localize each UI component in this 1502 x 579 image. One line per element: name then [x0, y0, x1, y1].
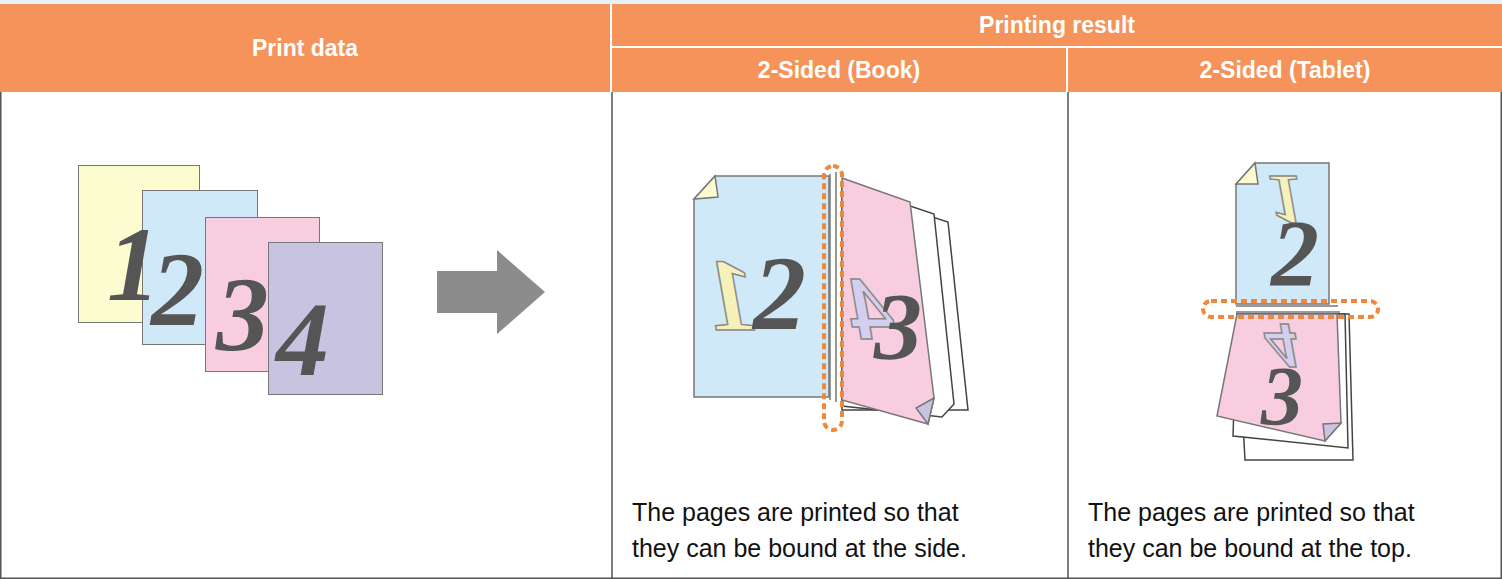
header-text: 2-Sided (Tablet) — [1200, 57, 1371, 84]
page-number: 2 — [1271, 206, 1319, 302]
caption-text: The pages are printed so that they can b… — [1088, 494, 1468, 566]
header-text: Print data — [252, 35, 358, 62]
page-number: 2 — [753, 241, 806, 347]
table-border — [1501, 92, 1502, 579]
header-cell: 2-Sided (Tablet) — [1068, 48, 1502, 92]
spine-line — [1236, 311, 1340, 313]
page-number: 3 — [874, 279, 922, 375]
book-right-page: 43 — [838, 170, 972, 440]
header-cell: Printing result — [612, 4, 1502, 48]
page-sheet: 4 — [268, 242, 383, 395]
header-cell: Print data — [0, 4, 612, 92]
spine-line — [835, 172, 837, 402]
column-rule — [611, 92, 613, 579]
binding-edge-mark — [824, 166, 842, 430]
column-rule — [1067, 92, 1069, 579]
page-number: 1 — [705, 243, 757, 347]
table-border — [0, 92, 2, 579]
header-text: Printing result — [979, 12, 1135, 39]
book-left-page: 12 — [693, 175, 830, 398]
page-number: 4 — [276, 287, 329, 393]
caption-text: The pages are printed so that they can b… — [632, 494, 1012, 566]
direction-arrow — [437, 250, 545, 334]
page-number: 3 — [1261, 355, 1303, 439]
header-text: 2-Sided (Book) — [758, 57, 920, 84]
spine-line — [829, 174, 831, 400]
binding-edge-mark — [1203, 301, 1378, 317]
table-border — [0, 578, 1502, 579]
page-number: 2 — [151, 237, 204, 343]
header-cell: 2-Sided (Book) — [612, 48, 1068, 92]
tablet-top-page: 12 — [1235, 162, 1330, 305]
tablet-bottom-page: 43 — [1205, 308, 1360, 462]
page-number: 3 — [216, 262, 269, 368]
spine-line — [1236, 305, 1338, 307]
